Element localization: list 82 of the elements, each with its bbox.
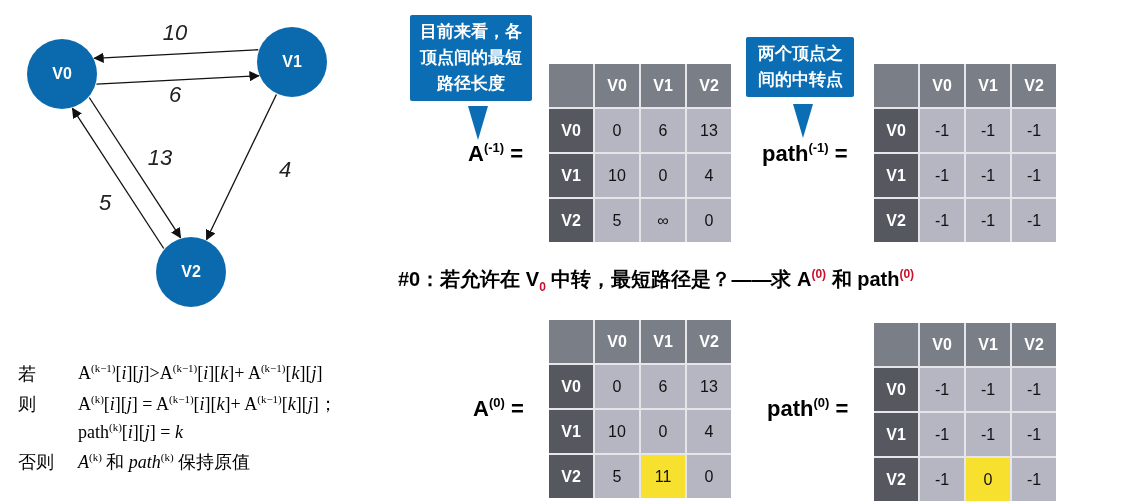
- row-header: V2: [874, 199, 918, 242]
- table-value: -1: [1012, 154, 1056, 197]
- column-header: V1: [641, 64, 685, 107]
- row-header: V0: [549, 109, 593, 152]
- table-value: -1: [966, 154, 1010, 197]
- column-header: V0: [595, 320, 639, 363]
- table-value: 5: [595, 455, 639, 498]
- arrow: [71, 107, 165, 250]
- column-header: V0: [920, 64, 964, 107]
- formula-text: 否则: [18, 451, 54, 474]
- table-value: ∞: [641, 199, 685, 242]
- column-header: V2: [1012, 323, 1056, 366]
- table-value: -1: [920, 368, 964, 411]
- row-header: V1: [874, 154, 918, 197]
- row-header: V2: [549, 455, 593, 498]
- arrow: [205, 93, 278, 241]
- table-value: 0: [595, 109, 639, 152]
- row-header: V0: [874, 109, 918, 152]
- step-heading: #0：若允许在 V$_{0}$ 中转，最短路径是？——求 A$^{(0)}$ 和 path$^{(0)}$: [398, 266, 915, 294]
- row-header: V0: [874, 368, 918, 411]
- table-value: 6: [641, 365, 685, 408]
- table-value: -1: [920, 109, 964, 152]
- vertex-circle: V0: [27, 39, 97, 109]
- table-value: 0: [641, 154, 685, 197]
- table-value: 5: [595, 199, 639, 242]
- table-value: -1: [966, 199, 1010, 242]
- column-header: V2: [1012, 64, 1056, 107]
- table-value: 13: [687, 109, 731, 152]
- formula-text: path$^{(k)}$[i][j] = k: [78, 421, 183, 443]
- column-header: V0: [595, 64, 639, 107]
- callout: 目前来看，各顶点间的最短路径长度: [410, 15, 532, 101]
- formula-text: A$^{(k−1)}$[i][j]>A$^{(k−1)}$[i][k]+ A$^{(k−1)}$[k][j]: [78, 362, 323, 384]
- table-value: 13: [687, 365, 731, 408]
- table-value: -1: [920, 413, 964, 456]
- table-value: 0: [687, 199, 731, 242]
- arrow: [93, 49, 259, 63]
- matrix-label: A$^{(0)}$ =: [473, 395, 524, 422]
- formula-text: A$^{(k)}$ 和 path$^{(k)}$ 保持原值: [78, 450, 251, 474]
- table-value: 6: [641, 109, 685, 152]
- table-value: 4: [687, 410, 731, 453]
- column-header: V1: [966, 323, 1010, 366]
- row-header: V0: [549, 365, 593, 408]
- row-header: V2: [549, 199, 593, 242]
- table-value: -1: [1012, 413, 1056, 456]
- row-header: V1: [549, 154, 593, 197]
- formula-text: 则: [18, 393, 36, 416]
- table-value: -1: [1012, 199, 1056, 242]
- table-value: -1: [1012, 458, 1056, 501]
- table-value: 10: [595, 410, 639, 453]
- table-value: -1: [966, 413, 1010, 456]
- matrix-label: A$^{(-1)}$ =: [468, 140, 524, 167]
- column-header: V2: [687, 64, 731, 107]
- vertex-circle: V1: [257, 27, 327, 97]
- arrow: [88, 96, 182, 239]
- callout: 两个顶点之间的中转点: [746, 37, 854, 97]
- column-header: V0: [920, 323, 964, 366]
- table-value: -1: [1012, 368, 1056, 411]
- column-header: V1: [641, 320, 685, 363]
- row-header: V2: [874, 458, 918, 501]
- table-value: 4: [687, 154, 731, 197]
- column-header: V1: [966, 64, 1010, 107]
- row-header: V1: [549, 410, 593, 453]
- table-value: -1: [966, 109, 1010, 152]
- matrix-label: path$^{(0)}$ =: [767, 395, 849, 422]
- highlighted-value: 0: [966, 458, 1010, 501]
- highlighted-value: 11: [641, 455, 685, 498]
- table-value: 10: [595, 154, 639, 197]
- arrow: [95, 71, 260, 85]
- table-value: -1: [920, 458, 964, 501]
- table-value: -1: [920, 154, 964, 197]
- formula-text: 若: [18, 363, 36, 386]
- table-value: -1: [966, 368, 1010, 411]
- table-value: 0: [595, 365, 639, 408]
- column-header: V2: [687, 320, 731, 363]
- table-value: 0: [641, 410, 685, 453]
- matrix-label: path$^{(-1)}$ =: [762, 140, 848, 167]
- table-value: -1: [1012, 109, 1056, 152]
- table-value: 0: [687, 455, 731, 498]
- vertex-circle: V2: [156, 237, 226, 307]
- formula-text: A$^{(k)}$[i][j] = A$^{(k−1)}$[i][k]+ A$^{(k−1)}$[k][j]；: [78, 392, 337, 416]
- table-value: -1: [920, 199, 964, 242]
- row-header: V1: [874, 413, 918, 456]
